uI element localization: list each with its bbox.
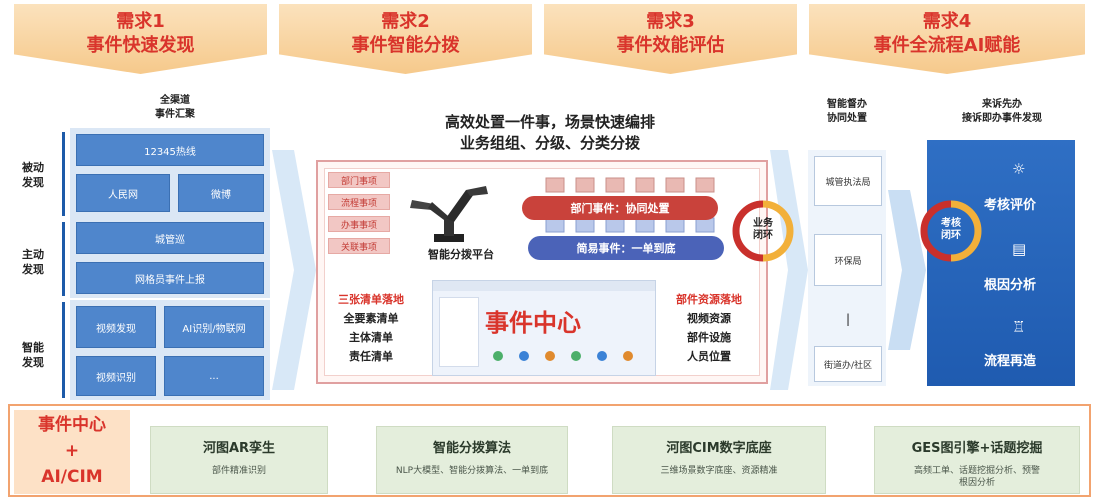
list-item: 人员位置	[687, 350, 731, 363]
requirement-2-banner: 需求2 事件智能分拨	[279, 4, 532, 74]
assessment-panel	[927, 140, 1075, 386]
channel-header: 全渠道 事件汇聚	[120, 94, 230, 122]
passive-discovery-label: 被动发现	[22, 161, 44, 189]
requirement-2-number: 需求2	[381, 11, 430, 32]
center-title-2: 业务组组、分级、分类分拨	[459, 134, 640, 152]
tag-service-items: 办事事项	[328, 216, 390, 232]
event-center-title: 事件中心	[485, 309, 581, 337]
ges-engine-card: GES图引擎+话题挖掘 高频工单、话题挖掘分析、预警 根因分析	[874, 426, 1080, 494]
simple-event-pill: 简易事件：一单到底	[528, 236, 724, 260]
platform-label: 智能分拨平台	[428, 248, 494, 261]
smart-discovery-bar	[62, 302, 65, 398]
active-discovery-bar	[62, 222, 65, 296]
active-discovery-label: 主动发现	[22, 248, 44, 276]
chart-icon: ▤	[1012, 240, 1027, 258]
lightbulb-icon: ☼	[1012, 160, 1026, 178]
list-item: 主体清单	[349, 331, 393, 344]
list-item: 部件设施	[687, 331, 731, 344]
requirement-2-title: 事件智能分拨	[351, 35, 460, 56]
event-center-screen: 事件中心	[432, 280, 656, 376]
assessment-loop-label: 考核闭环	[941, 218, 961, 241]
requirement-3-banner: 需求3 事件效能评估	[544, 4, 797, 74]
arrow-left-to-center	[272, 150, 316, 390]
requirement-4-banner: 需求4 事件全流程AI赋能	[809, 4, 1085, 74]
city-inspect-box: 城管巡	[76, 222, 264, 254]
requirement-1-banner: 需求1 事件快速发现	[14, 4, 267, 74]
people-net-box: 人民网	[76, 174, 170, 212]
weibo-box: 微博	[178, 174, 264, 212]
component-resources: 部件资源落地 视频资源 部件设施 人员位置	[664, 290, 754, 366]
requirement-4-title: 事件全流程AI赋能	[873, 35, 1021, 56]
requirement-3-number: 需求3	[646, 11, 695, 32]
requirement-3-title: 事件效能评估	[616, 35, 725, 56]
list-item: 全要素清单	[343, 312, 399, 325]
requirement-1-title: 事件快速发现	[86, 35, 195, 56]
iot-box: AI识别/物联网	[164, 306, 264, 348]
dept-enforcement-box: 城管执法局	[814, 156, 882, 206]
requirement-1-number: 需求1	[116, 11, 165, 32]
dept-environment-box: 环保局	[814, 234, 882, 286]
trophy-icon: ♖	[1012, 318, 1026, 336]
blue-panel-header: 来诉先办接诉即办事件发现	[962, 99, 1042, 124]
dept-ellipsis: |	[845, 312, 851, 326]
tag-process-items: 流程事项	[328, 194, 390, 210]
dispatch-algorithm-card: 智能分拨算法 NLP大模型、智能分拨算法、一单到底	[376, 426, 568, 494]
supervise-header: 智能督办协同处置	[827, 99, 867, 124]
channel-header-line1: 全渠道	[160, 95, 190, 106]
event-center-ai-label: 事件中心 + AI/CIM	[14, 410, 130, 494]
center-title-1: 高效处置一件事，场景快速编排	[444, 113, 655, 131]
hotline-box: 12345热线	[76, 134, 264, 166]
dept-street-box: 街道办/社区	[814, 346, 882, 382]
robot-arm-icon	[410, 186, 488, 242]
component-resources-title: 部件资源落地	[676, 293, 742, 306]
cim-base-card: 河图CIM数字底座 三维场景数字底座、资源精准	[612, 426, 826, 494]
business-loop-ring	[732, 200, 794, 262]
more-box: ...	[164, 356, 264, 396]
arrow-right-to-blue	[888, 190, 926, 350]
list-item: 责任清单	[349, 350, 393, 363]
business-loop-label: 业务闭环	[753, 218, 773, 241]
assessment-evaluation: 考核评价	[984, 198, 1037, 213]
requirement-4-number: 需求4	[922, 11, 972, 32]
process-reengineering: 流程再造	[984, 354, 1037, 369]
grid-report-box: 网格员事件上报	[76, 262, 264, 294]
list-item: 视频资源	[687, 312, 731, 325]
three-lists: 三张清单落地 全要素清单 主体清单 责任清单	[326, 290, 416, 366]
video-recognition-box: 视频识别	[76, 356, 156, 396]
video-discovery-box: 视频发现	[76, 306, 156, 348]
conveyor-crates	[545, 177, 715, 233]
arrow-center-to-right	[770, 150, 808, 390]
coordinated-event-pill: 部门事件：协同处置	[522, 196, 718, 220]
passive-discovery-bar	[62, 132, 65, 216]
tag-department-items: 部门事项	[328, 172, 390, 188]
tag-related-items: 关联事项	[328, 238, 390, 254]
channel-header-line2: 事件汇聚	[155, 109, 195, 120]
smart-discovery-label: 智能发现	[22, 341, 44, 369]
assessment-loop-ring	[920, 200, 982, 262]
root-cause-analysis: 根因分析	[984, 278, 1037, 293]
three-lists-title: 三张清单落地	[338, 293, 404, 306]
ar-twin-card: 河图AR孪生 部件精准识别	[150, 426, 328, 494]
